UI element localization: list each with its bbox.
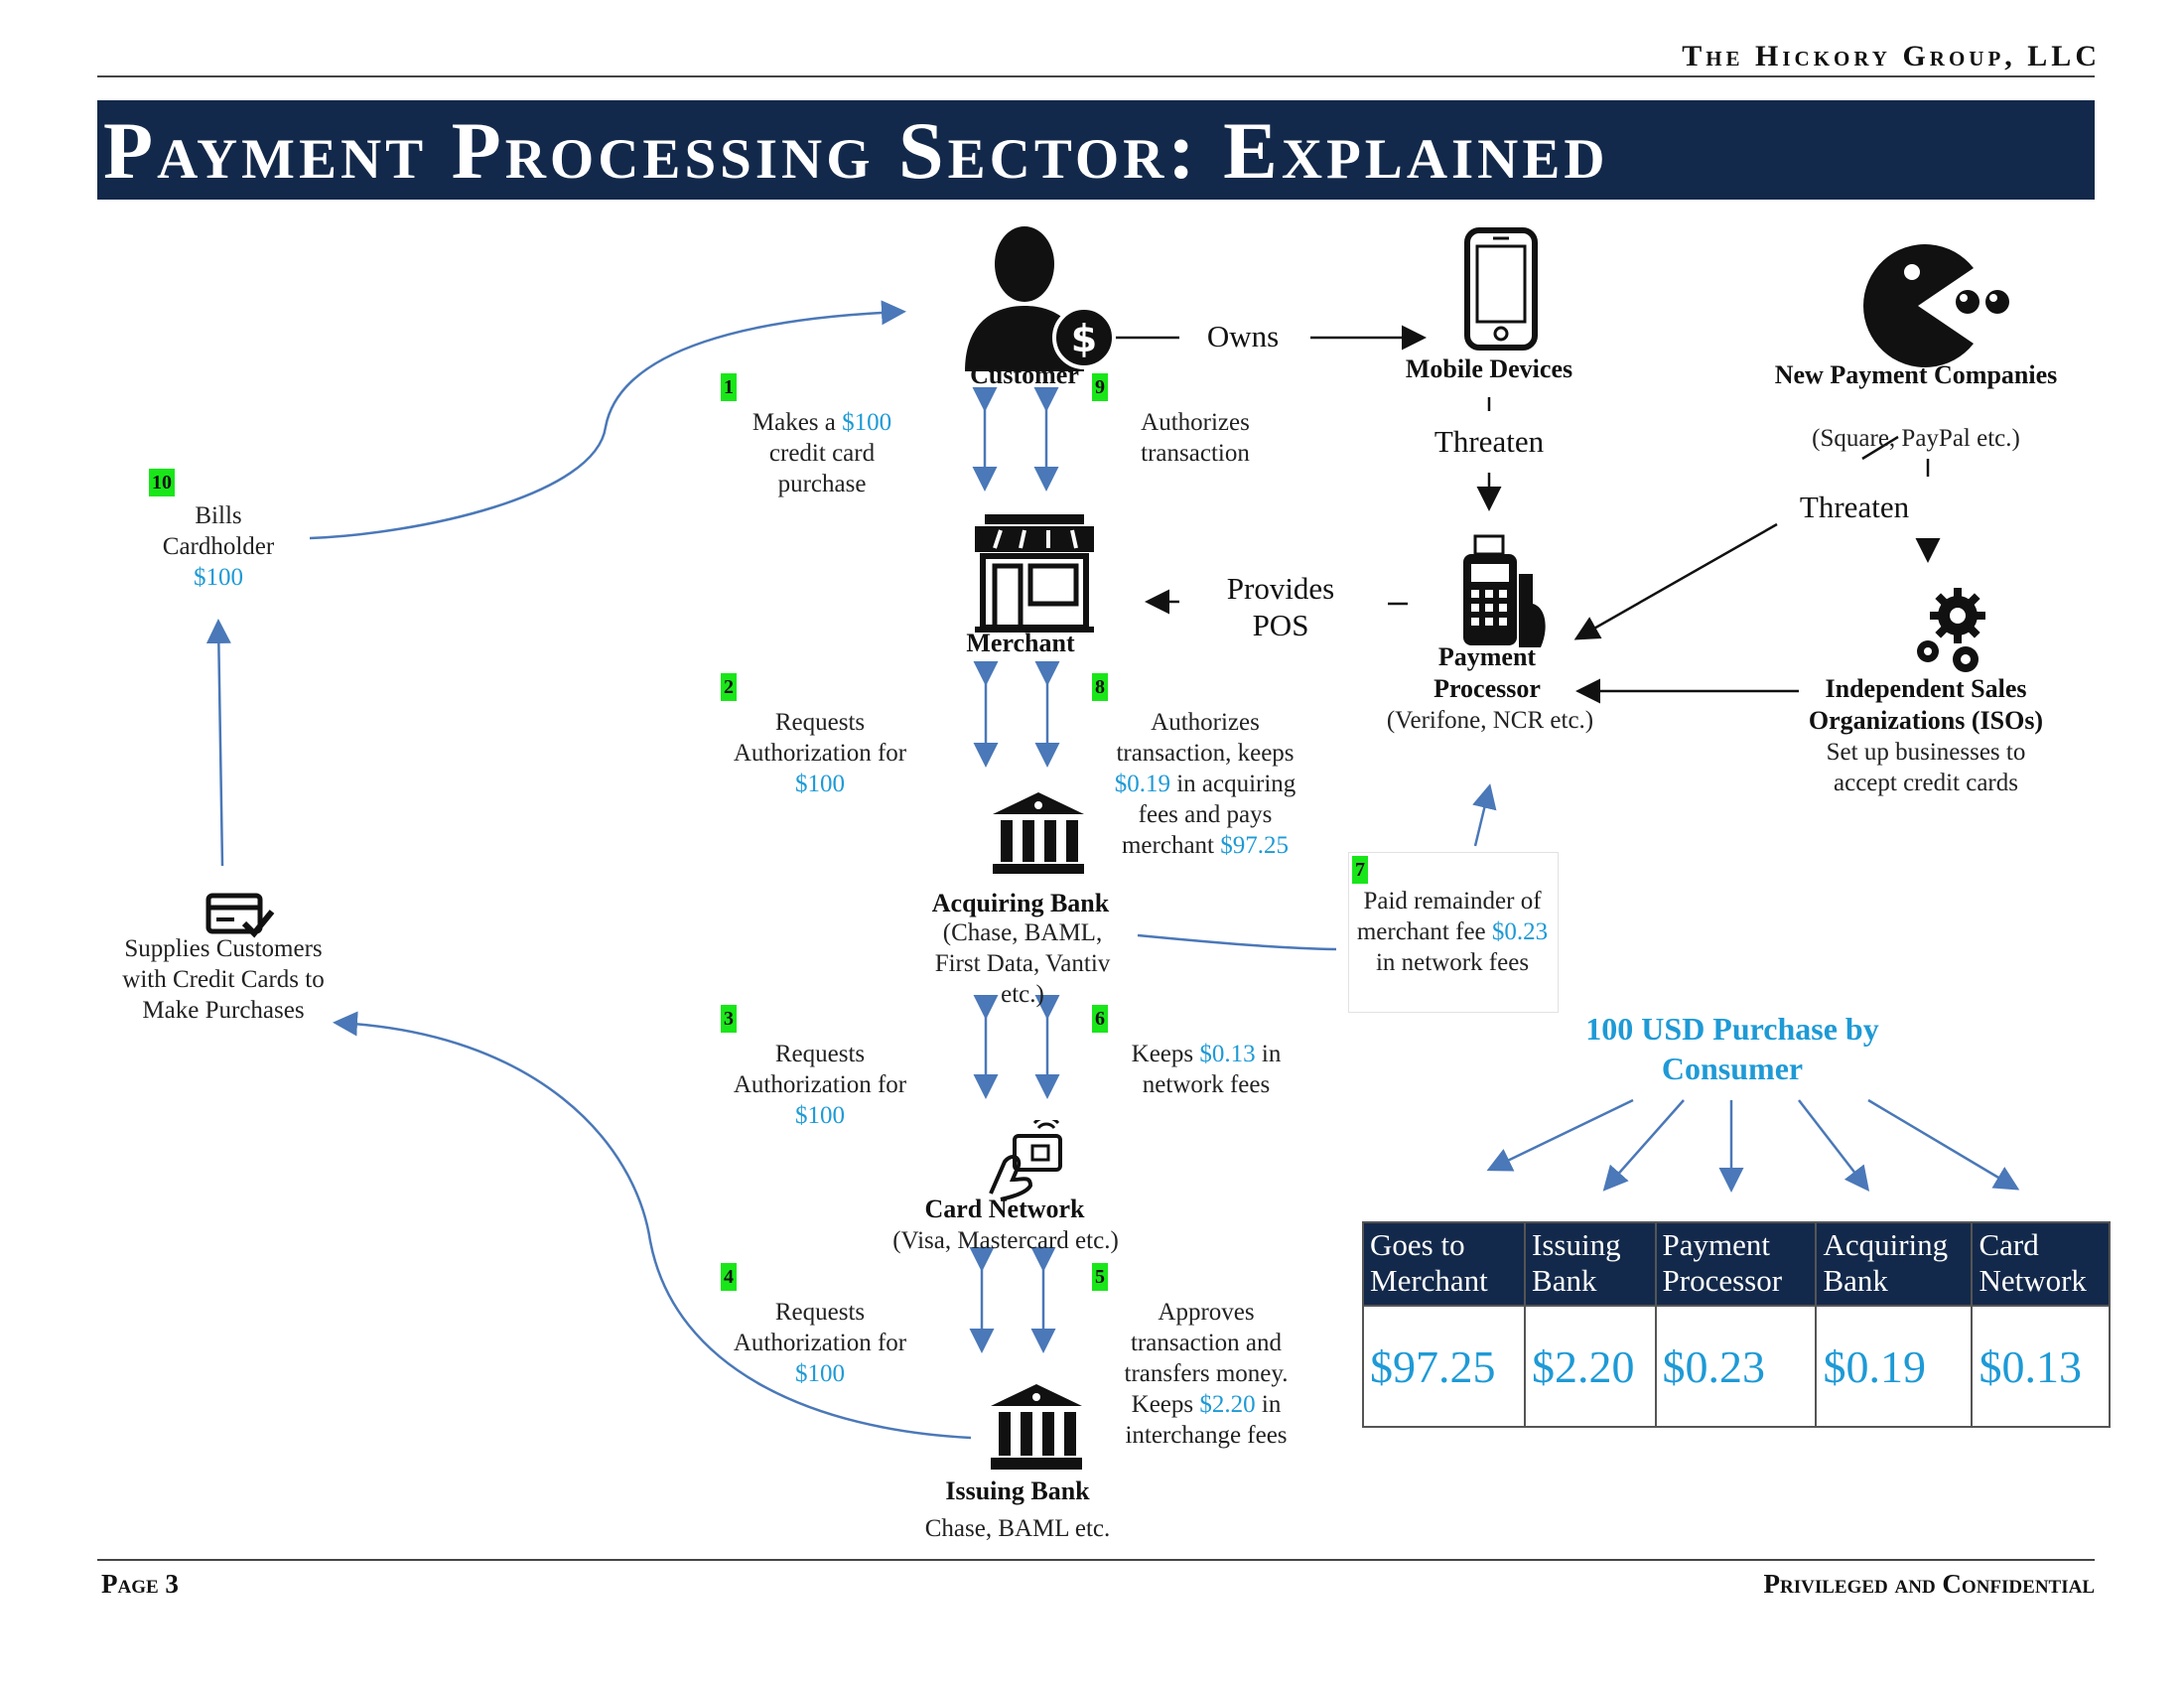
card-network-detail: (Visa, Mastercard etc.) xyxy=(892,1227,1119,1254)
payment-terminal-icon xyxy=(1463,534,1546,647)
split-header: Acquiring Bank xyxy=(1815,1221,1974,1307)
step-10-text: Bills Cardholder xyxy=(162,502,275,560)
split-value: $97.25 xyxy=(1361,1305,1527,1428)
provides-pos-label: Provides POS xyxy=(1226,571,1335,642)
step-7-text: Paid remainder of merchant fee $0.23 in … xyxy=(1356,888,1549,976)
step-badge-10: 10 xyxy=(149,469,175,496)
line-acquirer-to-step7 xyxy=(1137,933,1337,951)
arrow-step7-to-processor xyxy=(1472,783,1497,847)
arrow-split-4 xyxy=(1798,1099,1870,1192)
step-badge-7: 7 xyxy=(1352,856,1368,884)
card-network-contactless-icon xyxy=(989,1120,1062,1201)
curve-issuer-to-cards xyxy=(333,1011,972,1440)
payment-processor-detail: (Verifone, NCR etc.) xyxy=(1386,707,1594,734)
card-network-label: Card Network xyxy=(924,1195,1085,1223)
step-9-text: Authorizes transaction xyxy=(1141,409,1250,467)
split-header: Issuing Bank xyxy=(1524,1221,1657,1307)
page-title: Payment Processing Sector: Explained xyxy=(103,105,1609,196)
svg-text:$: $ xyxy=(1071,317,1097,360)
curve-billing-to-customer xyxy=(309,300,906,540)
step-badge-4: 4 xyxy=(721,1263,737,1291)
step-badge-1: 1 xyxy=(721,373,737,401)
isos-detail: Set up businesses to accept credit cards xyxy=(1826,739,2026,796)
arrow-split-2 xyxy=(1602,1099,1685,1192)
step-6-text: Keeps $0.13 in network fees xyxy=(1131,1041,1282,1098)
step-4-text: Requests Authorization for $100 xyxy=(733,1299,907,1387)
confidentiality-notice: Privileged and Confidential xyxy=(1763,1569,2095,1599)
line-newpay-threaten-a xyxy=(1861,435,1899,461)
arrow-split-5 xyxy=(1867,1098,2020,1191)
step-badge-5: 5 xyxy=(1092,1263,1108,1291)
step-1-text: Makes a $100 credit card purchase xyxy=(751,409,892,497)
threaten-label-mobile: Threaten xyxy=(1433,424,1545,459)
purchase-split-table: Goes to Merchant Issuing Bank Payment Pr… xyxy=(1361,1221,2111,1428)
pacman-disruptor-icon xyxy=(1863,244,2009,367)
owns-label: Owns xyxy=(1206,319,1280,353)
purchase-split-title: 100 USD Purchase by Consumer xyxy=(1585,1011,1879,1086)
page-number: Page 3 xyxy=(101,1569,179,1599)
arrow-split-1 xyxy=(1486,1098,1634,1172)
step-8-text: Authorizes transaction, keeps $0.19 in a… xyxy=(1114,709,1297,859)
new-payment-companies-label: New Payment Companies xyxy=(1774,360,2058,389)
arrow-threaten-processor-2 xyxy=(1573,522,1778,640)
customer-icon: $ xyxy=(965,226,1116,371)
mobile-devices-label: Mobile Devices xyxy=(1405,354,1573,383)
acquiring-bank-icon xyxy=(993,792,1084,874)
split-value: $0.19 xyxy=(1815,1305,1974,1428)
step-badge-3: 3 xyxy=(721,1005,737,1033)
issuing-bank-detail: Chase, BAML etc. xyxy=(924,1515,1111,1542)
merchant-storefront-icon xyxy=(975,514,1094,633)
payment-processor-label: Payment Processor xyxy=(1433,642,1541,703)
credit-card-check-icon xyxy=(205,893,275,938)
issuing-bank-label: Issuing Bank xyxy=(945,1477,1090,1505)
split-header: Goes to Merchant xyxy=(1361,1221,1527,1307)
header-rule xyxy=(97,75,2095,77)
step-badge-8: 8 xyxy=(1092,673,1108,701)
arrow-cards-to-billing xyxy=(205,619,231,867)
acquiring-bank-label: Acquiring Bank xyxy=(931,889,1110,917)
title-banner xyxy=(97,100,2095,200)
split-value-row: $97.25 $2.20 $0.23 $0.19 $0.13 xyxy=(1361,1305,2111,1428)
step-5-text: Approves transaction and transfers money… xyxy=(1124,1299,1289,1449)
threaten-label-newpay: Threaten xyxy=(1799,490,1910,524)
isos-label: Independent Sales Organizations (ISOs) xyxy=(1808,674,2044,735)
gears-icon xyxy=(1917,588,1985,672)
split-value: $0.13 xyxy=(1971,1305,2111,1428)
step-3-text: Requests Authorization for $100 xyxy=(733,1041,907,1129)
step-badge-2: 2 xyxy=(721,673,737,701)
split-header: Card Network xyxy=(1971,1221,2111,1307)
step-badge-6: 6 xyxy=(1092,1005,1108,1033)
credit-cards-note: Supplies Customers with Credit Cards to … xyxy=(122,935,325,1024)
step-2-text: Requests Authorization for $100 xyxy=(733,709,907,797)
merchant-label: Merchant xyxy=(966,629,1075,657)
mobile-phone-icon xyxy=(1464,227,1538,351)
customer-label: Customer xyxy=(970,360,1079,389)
split-value: $0.23 xyxy=(1654,1305,1818,1428)
step-badge-9: 9 xyxy=(1092,373,1108,401)
step-10-amount: $100 xyxy=(194,564,243,591)
company-name: The Hickory Group, LLC xyxy=(1682,40,2101,72)
footer-rule xyxy=(97,1559,2095,1561)
issuing-bank-icon xyxy=(991,1384,1082,1470)
acquiring-bank-detail: (Chase, BAML, First Data, Vantiv etc.) xyxy=(934,919,1111,1008)
split-value: $2.20 xyxy=(1524,1305,1657,1428)
split-header-row: Goes to Merchant Issuing Bank Payment Pr… xyxy=(1361,1221,2111,1307)
split-header: Payment Processor xyxy=(1654,1221,1818,1307)
step-7-box xyxy=(1348,852,1559,1013)
new-payment-companies-detail: (Square, PayPal etc.) xyxy=(1812,425,2020,452)
